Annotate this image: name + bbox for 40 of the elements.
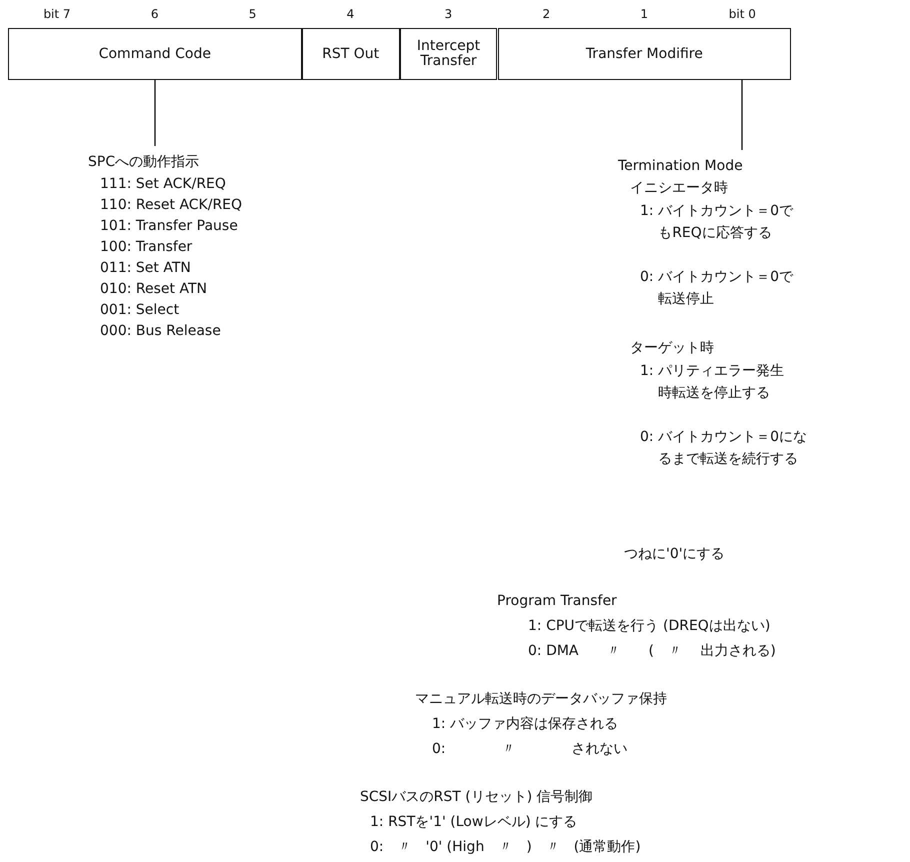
- bit-number: bit 7: [43, 6, 71, 23]
- description-text: 1: バイトカウント＝0でもREQに応答する: [640, 202, 794, 243]
- description-heading: SCSIバスのRST (リセット) 信号制御: [360, 788, 593, 806]
- register-field: Command Code: [8, 28, 302, 80]
- bit-number: 3: [444, 6, 452, 23]
- description-text: 0: バイトカウント＝0になるまで転送を続行する: [640, 428, 808, 469]
- description-text: 0: 〃 '0' (High 〃 ) 〃 (通常動作): [370, 838, 641, 856]
- description-text: イニシエータ時: [630, 179, 728, 198]
- description-text: 011: Set ATN: [100, 259, 191, 278]
- register-field: RST Out: [302, 28, 400, 80]
- bit-number: 4: [346, 6, 354, 23]
- description-text: 0: バイトカウント＝0で転送停止: [640, 268, 794, 309]
- bit-number: 6: [150, 6, 158, 23]
- description-text: 110: Reset ACK/REQ: [100, 196, 242, 215]
- leader-line: [154, 80, 156, 146]
- description-text: 1: RSTを'1' (Lowレベル) にする: [370, 813, 578, 831]
- description-text: 010: Reset ATN: [100, 280, 207, 299]
- bit-number: 2: [542, 6, 550, 23]
- note-text: つねに'0'にする: [624, 545, 725, 563]
- description-text: 000: Bus Release: [100, 322, 221, 341]
- description-text: 0: DMA 〃 ( 〃 出力される): [528, 642, 776, 660]
- description-text: 101: Transfer Pause: [100, 217, 238, 236]
- description-text: 1: CPUで転送を行う (DREQは出ない): [528, 617, 770, 635]
- bit-number: bit 0: [728, 6, 756, 23]
- description-text: 0: 〃 されない: [432, 740, 628, 758]
- description-text: 1: パリティエラー発生時転送を停止する: [640, 362, 786, 403]
- description-text: ターゲット時: [630, 339, 714, 358]
- description-heading: Termination Mode: [618, 157, 743, 176]
- description-text: 100: Transfer: [100, 238, 192, 257]
- bit-number: 5: [248, 6, 256, 23]
- description-text: 1: バッファ内容は保存される: [432, 715, 618, 733]
- register-field: Intercept Transfer: [400, 28, 498, 80]
- bit-number: 1: [640, 6, 648, 23]
- description-text: 111: Set ACK/REQ: [100, 175, 226, 194]
- description-text: 001: Select: [100, 301, 180, 320]
- leader-line: [741, 80, 743, 150]
- description-heading: Program Transfer: [497, 592, 617, 610]
- description-heading: マニュアル転送時のデータバッファ保持: [415, 690, 667, 708]
- description-heading: SPCへの動作指示: [88, 153, 200, 172]
- register-field: Transfer Modifire: [498, 28, 792, 80]
